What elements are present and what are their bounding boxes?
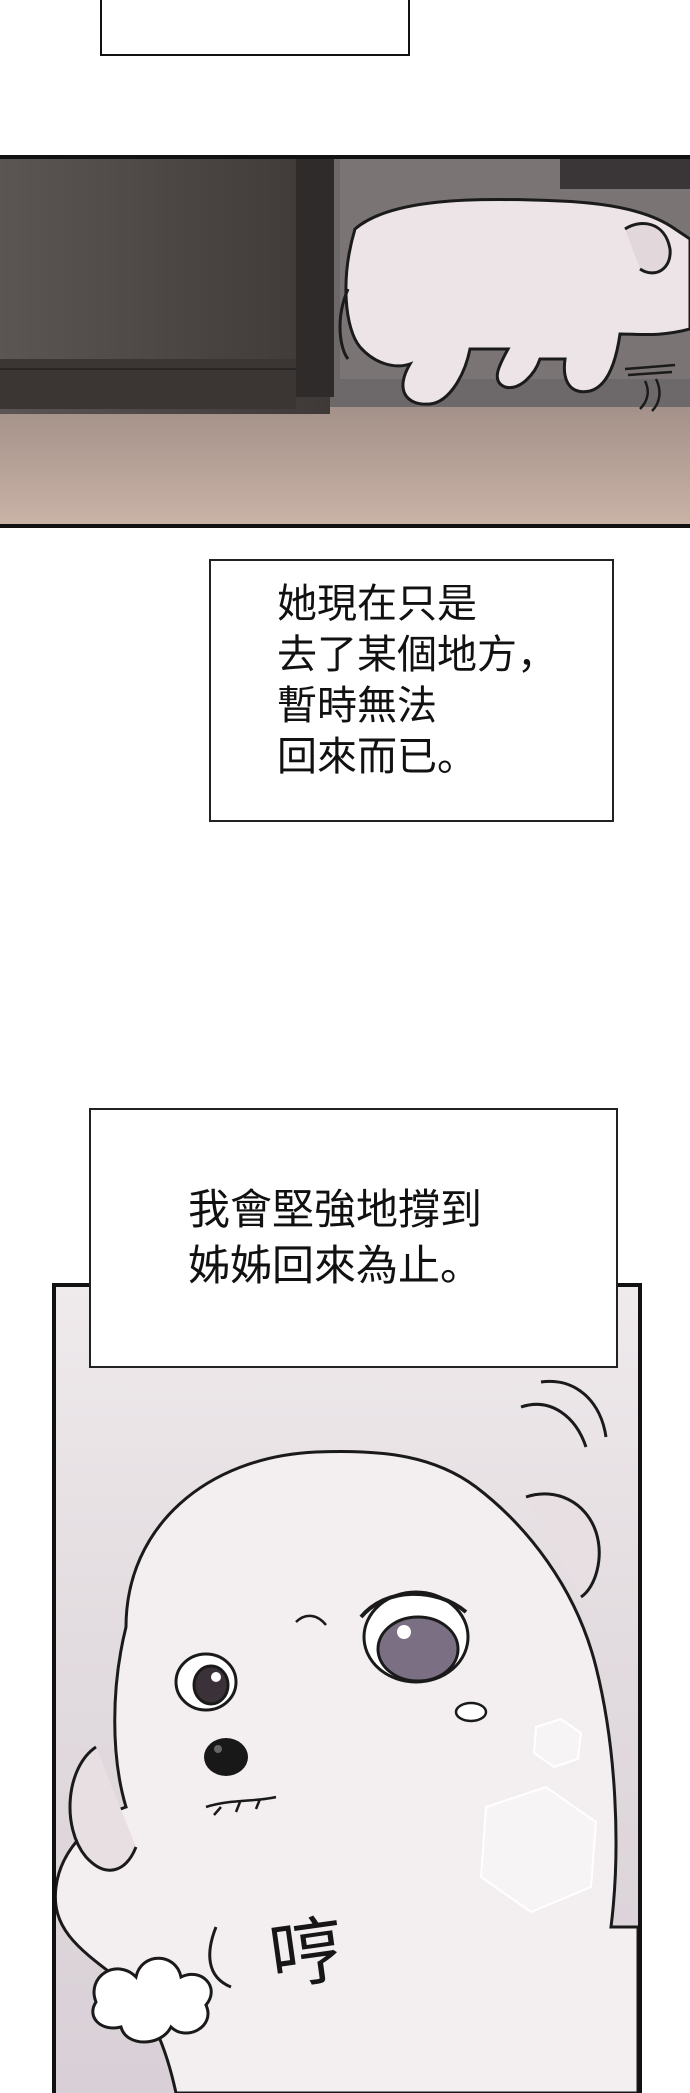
caption-line: 姊姊回來為止。 [188,1241,483,1290]
baseboard [560,159,690,189]
hexagon-sparkle [479,1717,598,1914]
tear-drop [454,1701,488,1723]
caption-line: 暫時無法 [277,683,437,729]
motion-marks [520,1379,608,1448]
narration-caption-2: 我會堅強地撐到 姊姊回來為止。 [89,1108,618,1368]
sound-effect-huff: 哼 [264,1906,352,2002]
cabinet-base [0,359,296,409]
caption-line: 我會堅強地撐到 [188,1185,483,1234]
comic-panel-puppy-closeup [52,1283,642,2093]
comic-panel-puppy-walking [0,155,690,528]
puppy-closeup-illustration [56,1379,638,2093]
puppy-eyes [174,1590,470,1712]
puppy-body [338,197,690,406]
huff-puff-cloud [91,1926,232,2044]
puppy-head [56,1449,638,2093]
floor [0,407,690,524]
cabinet-edge [296,159,334,397]
puppy-walking-illustration [0,159,690,524]
caption-line: 她現在只是 [277,581,477,627]
puppy-mouth [205,1614,327,1816]
motion-lines [624,363,676,412]
narration-caption-1: 她現在只是 去了某個地方， 暫時無法 回來而已。 [209,559,614,822]
caption-line: 去了某個地方， [277,632,557,678]
caption-line: 回來而已。 [277,734,477,780]
caption-box-fragment [100,0,410,56]
puppy-nose [204,1738,248,1776]
